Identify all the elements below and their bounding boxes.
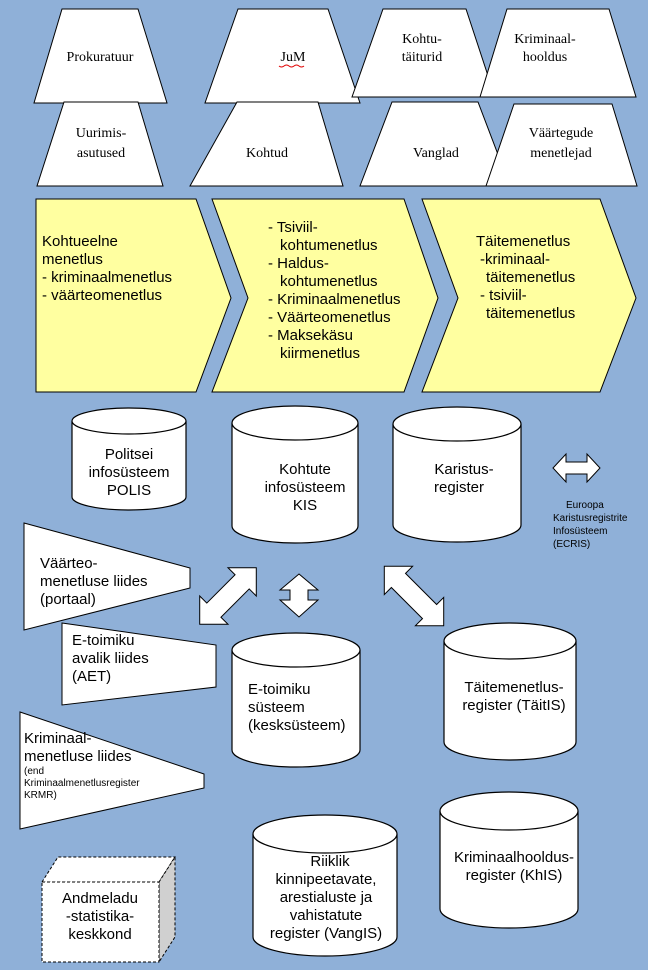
andmeladu-line-3: keskkond [68,926,131,943]
kohtueelne-line-3: - kriminaalmenetlus [42,269,172,286]
karistusregister-line-1: Karistus- [434,461,493,478]
ecris-line-2: Karistusregistrite [553,513,628,524]
vangis-line-4: vahistatute [290,907,363,924]
trapezoid-jum: JuM [204,8,361,104]
vaartegude-label-2: menetlejad [530,146,591,161]
chevron-kohtueelne-menetlus: Kohtueelne menetlus - kriminaalmenetlus … [35,198,232,393]
krmr-line-1: Kriminaal- [24,730,92,747]
kohtueelne-line-4: - väärteomenetlus [42,287,162,304]
ecris-label: Euroopa Karistusregistrite Infosüsteem (… [553,500,628,550]
trapezoid-prokuratuur: Prokuratuur [33,8,168,104]
andmeladu-cube: Andmeladu -statistika- keskkond [41,855,176,964]
khis-line-2: register (KhIS) [466,867,563,884]
kriminaalhooldus-label-2: hooldus [523,50,567,65]
taitemenetlus-line-2: -kriminaal- [480,251,550,268]
interface-vaarteomenetlus-portaal: Väärteo- menetluse liides (portaal) [23,522,191,631]
taitemenetlus-line-1: Täitemenetlus [476,233,570,250]
trapezoid-uurimisasutused: Uurimis- asutused [36,101,164,187]
database-vangis: Riiklik kinnipeetavate, arestialuste ja … [252,814,398,957]
kohtumenetlus-line-5: - Kriminaalmenetlus [268,291,401,308]
vaarteo-line-1: Väärteo- [40,555,98,572]
kohtueelne-line-2: menetlus [42,251,103,268]
andmeladu-line-1: Andmeladu [62,890,138,907]
aet-line-1: E-toimiku [72,632,135,649]
andmeladu-line-2: -statistika- [66,908,134,925]
polis-line-2: infosüsteem [89,464,170,481]
kohtumenetlus-line-7: - Maksekäsu [268,327,353,344]
aet-line-2: avalik liides [72,650,149,667]
trapezoid-kohtutaiturid: Kohtu- täiturid [351,8,496,98]
kohtumenetlus-line-1: - Tsiviil- [268,219,318,236]
kriminaalhooldus-label-1: Kriminaal- [514,32,576,47]
vangis-line-1: Riiklik [310,853,350,870]
etoimik-line-1: E-toimiku [248,681,311,698]
database-polis: Politsei infosüsteem POLIS [71,407,187,511]
kohtutaiturid-label-2: täiturid [402,50,442,65]
kohtumenetlus-line-8: kiirmenetlus [280,345,360,362]
database-karistusregister: Karistus- register [392,406,522,543]
vaarteo-line-3: (portaal) [40,591,96,608]
taitis-line-1: Täitemenetlus- [464,679,563,696]
krmr-small-line-2: Kriminaalmenetlusregister [24,778,140,789]
krmr-line-2: menetluse liides [24,748,132,765]
kohtumenetlus-line-3: - Haldus- [268,255,329,272]
vangis-line-3: arestialuste ja [280,889,373,906]
etoimik-line-3: (kesksüsteem) [248,717,346,734]
ecris-line-1: Euroopa [566,500,604,511]
vaartegude-label-1: Väärtegude [529,126,594,141]
kohtud-label: Kohtud [246,146,288,161]
database-etoimik: E-toimiku süsteem (kesksüsteem) [231,632,361,768]
chevron-taitemenetlus: Täitemenetlus -kriminaal- täitemenetlus … [421,198,637,393]
uurimisasutused-label-2: asutused [77,146,125,161]
trapezoid-vanglad: Vanglad [359,101,511,187]
taitemenetlus-line-3: täitemenetlus [486,269,575,286]
kis-line-1: Kohtute [279,461,331,478]
ecris-double-arrow [552,452,601,484]
kohtutaiturid-label-1: Kohtu- [402,32,442,47]
database-taitis: Täitemenetlus- register (TäitIS) [443,622,577,761]
database-khis: Kriminaalhooldus- register (KhIS) [439,791,579,929]
taitis-line-2: register (TäitIS) [462,697,565,714]
arrow-right-diagonal [383,565,445,627]
arrow-vertical [278,573,320,618]
kohtumenetlus-line-6: - Väärteomenetlus [268,309,391,326]
ecris-line-3: Infosüsteem [553,526,607,537]
prokuratuur-label: Prokuratuur [67,50,134,65]
polis-line-3: POLIS [107,482,151,499]
jum-label: JuM [281,50,306,65]
vaarteo-line-2: menetluse liides [40,573,148,590]
vangis-line-5: register (VangIS) [270,925,382,942]
uurimisasutused-label-1: Uurimis- [76,126,127,141]
kohtumenetlus-line-2: kohtumenetlus [280,237,378,254]
kohtumenetlus-line-4: kohtumenetlus [280,273,378,290]
trapezoid-vaartegude-menetlejad: Väärtegude menetlejad [485,103,638,187]
taitemenetlus-line-5: täitemenetlus [486,305,575,322]
krmr-small-line-1: (end [24,766,44,777]
etoimik-line-2: süsteem [248,699,305,716]
karistusregister-line-2: register [434,479,484,496]
trapezoid-kohtud: Kohtud [189,101,344,187]
database-kis: Kohtute infosüsteem KIS [231,405,359,544]
kis-line-3: KIS [293,497,317,514]
aet-line-3: (AET) [72,668,111,685]
taitemenetlus-line-4: - tsiviil- [480,287,527,304]
interface-etoimik-avalik-aet: E-toimiku avalik liides (AET) [61,622,217,706]
vanglad-label: Vanglad [413,146,459,161]
interface-kriminaalmenetlus-krmr: Kriminaal- menetluse liides (end Krimina… [19,711,205,830]
kis-line-2: infosüsteem [265,479,346,496]
vangis-line-2: kinnipeetavate, [276,871,377,888]
spellcheck-underline [278,64,305,68]
ecris-line-4: (ECRIS) [553,539,590,550]
chevron-kohtumenetlus: - Tsiviil- kohtumenetlus - Haldus- kohtu… [211,198,439,393]
arrow-left-diagonal [199,567,257,625]
polis-line-1: Politsei [105,446,153,463]
krmr-small-line-3: KRMR) [24,790,57,801]
kohtueelne-line-1: Kohtueelne [42,233,118,250]
khis-line-1: Kriminaalhooldus- [454,849,574,866]
trapezoid-kriminaalhooldus: Kriminaal- hooldus [479,8,637,98]
